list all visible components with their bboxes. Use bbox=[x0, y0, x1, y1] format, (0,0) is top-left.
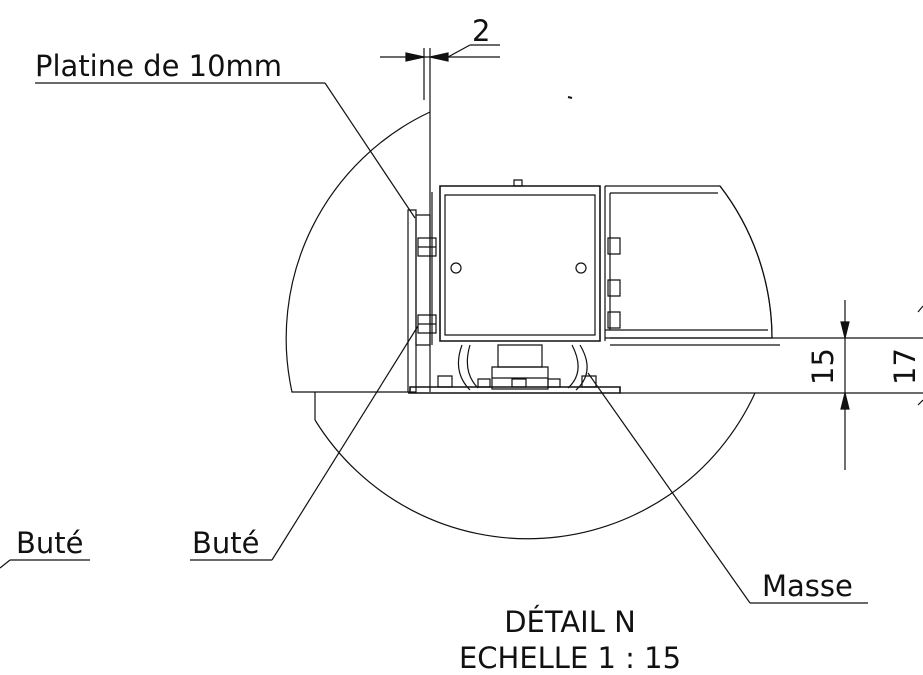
leader-stop-left bbox=[0, 560, 10, 568]
dim-2-arrow-right bbox=[429, 52, 449, 62]
detail-circle-upper-right-arc bbox=[720, 186, 772, 338]
base-plate bbox=[410, 387, 620, 393]
dimension-height-outer: 17 bbox=[888, 348, 922, 385]
dimension-height-inner: 15 bbox=[806, 348, 840, 385]
leader-stop-center bbox=[272, 326, 418, 560]
label-ground: Masse bbox=[762, 569, 853, 603]
wall-plate bbox=[408, 210, 416, 392]
caption-scale: ECHELLE 1 : 15 bbox=[459, 641, 681, 675]
label-stop-left: Buté bbox=[16, 526, 84, 560]
hole-left bbox=[451, 263, 461, 273]
dim-2-arrow-left bbox=[405, 52, 425, 62]
cabinet-box bbox=[440, 186, 600, 341]
base-bolt-4 bbox=[548, 379, 560, 387]
leader-ground bbox=[588, 373, 750, 603]
label-plate: Platine de 10mm bbox=[35, 49, 282, 83]
base-bolt-1 bbox=[438, 376, 452, 387]
plate-10mm bbox=[416, 215, 430, 345]
leader-plate bbox=[325, 83, 415, 218]
base-bolt-2 bbox=[478, 379, 490, 387]
dim-17-tick-bottom bbox=[918, 400, 923, 405]
detail-circle-right-arc bbox=[315, 393, 755, 539]
dim-15-arrow-bottom bbox=[840, 392, 850, 410]
cabinet-top-tab bbox=[514, 180, 522, 186]
dim-17-tick-top bbox=[918, 306, 923, 312]
base-bolt-3 bbox=[512, 379, 526, 387]
base-bolt-5 bbox=[582, 376, 596, 387]
hole-right bbox=[576, 263, 586, 273]
dim-2-leader bbox=[448, 45, 470, 57]
cabinet-inner bbox=[445, 195, 595, 335]
bolt-right-3 bbox=[608, 312, 620, 328]
right-extension bbox=[605, 186, 772, 338]
detail-circle-left-arc bbox=[286, 112, 430, 392]
support-column bbox=[498, 345, 542, 367]
caption-title: DÉTAIL N bbox=[504, 605, 636, 639]
dimension-gap: 2 bbox=[472, 14, 490, 48]
dim-15-arrow-top bbox=[840, 321, 850, 339]
label-stop-center: Buté bbox=[192, 526, 260, 560]
bolt-right-2 bbox=[608, 280, 620, 296]
bolt-right-1 bbox=[608, 238, 620, 254]
